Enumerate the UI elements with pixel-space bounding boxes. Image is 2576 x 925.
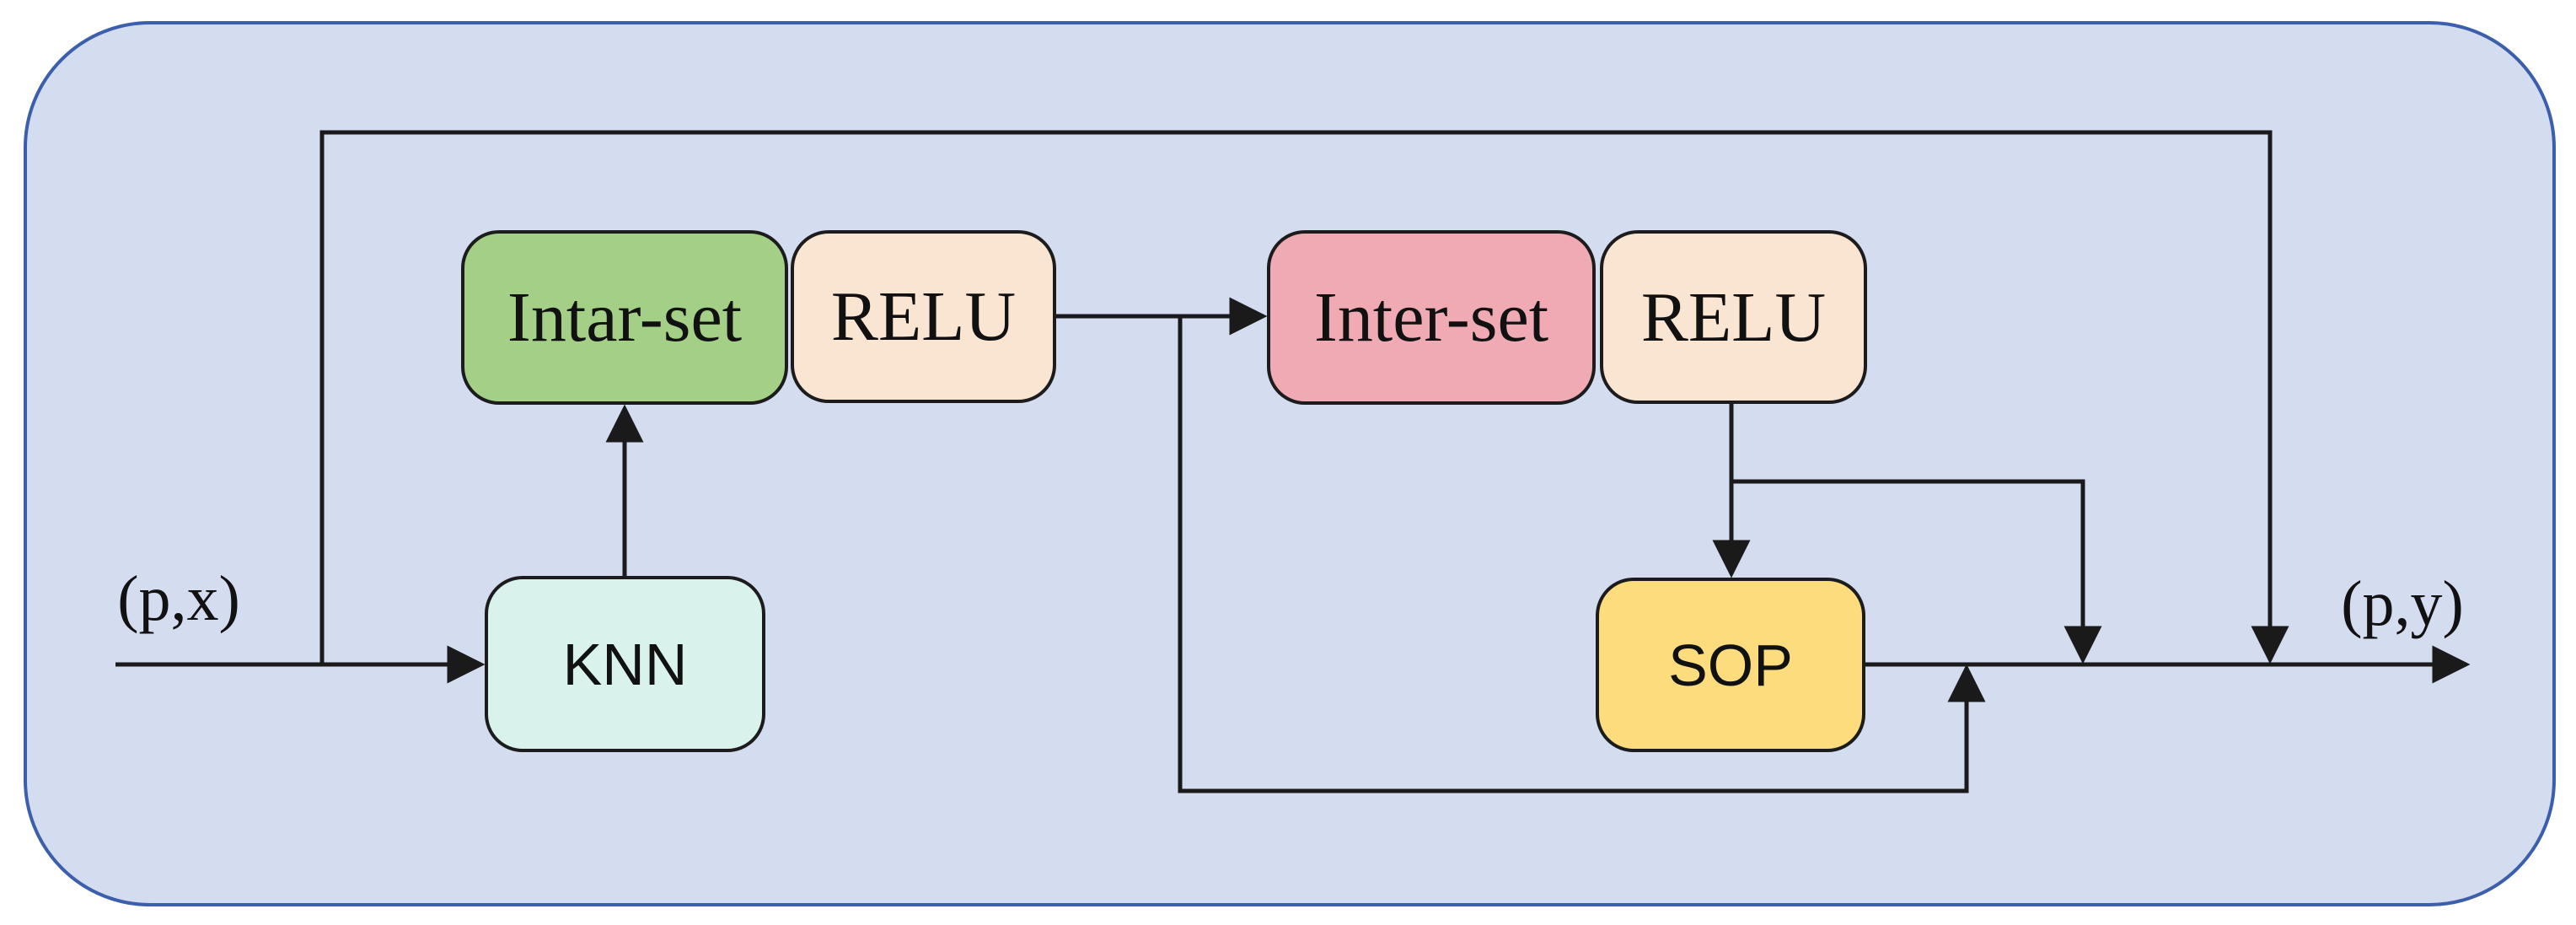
node-intar-set: Intar-set <box>461 230 788 405</box>
output-label: (p,y) <box>2341 568 2464 639</box>
node-knn-label: KNN <box>562 631 688 697</box>
node-inter-set: Inter-set <box>1267 230 1596 405</box>
node-knn: KNN <box>485 576 765 752</box>
node-relu-2: RELU <box>1600 230 1867 404</box>
node-intar-set-label: Intar-set <box>507 278 743 357</box>
edge-input-top-skip-to-output <box>319 130 2289 664</box>
outer-rounded-panel <box>24 21 2556 906</box>
edge-relu1-bottom-skip-to-output <box>1178 316 1986 793</box>
node-inter-set-label: Inter-set <box>1313 278 1549 357</box>
node-relu-1-label: RELU <box>830 277 1017 356</box>
node-sop: SOP <box>1596 578 1865 752</box>
node-relu-2-label: RELU <box>1640 277 1827 357</box>
input-label: (p,x) <box>117 563 240 634</box>
edge-relu2-branch-to-output <box>1731 479 2102 664</box>
node-sop-label: SOP <box>1668 632 1793 698</box>
node-relu-1: RELU <box>791 230 1056 403</box>
